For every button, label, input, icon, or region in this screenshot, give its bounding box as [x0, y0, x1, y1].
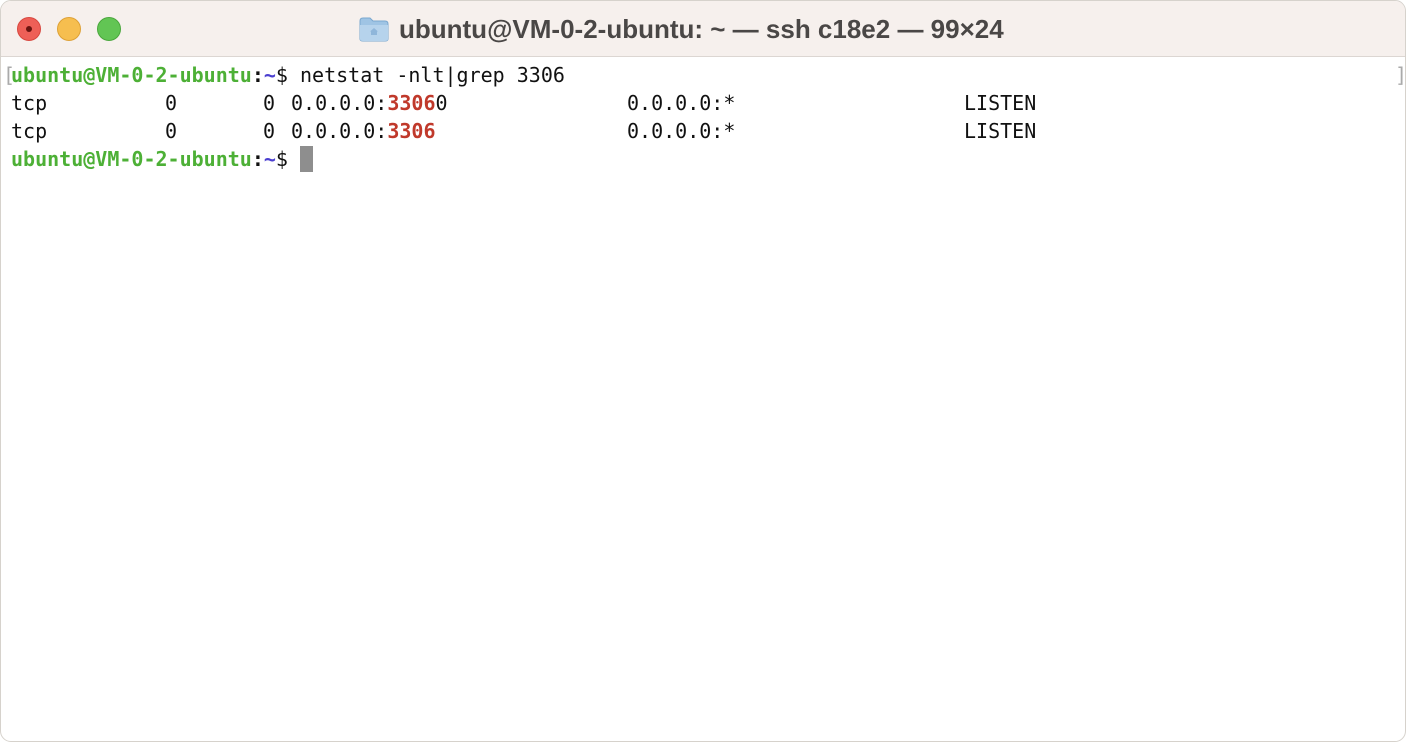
- send-q-cell: 0: [263, 91, 276, 115]
- recv-q-cell: 0: [165, 119, 178, 143]
- local-address-cell: 0.0.0.0:3306: [291, 117, 627, 145]
- command-line: ubuntu@VM-0-2-ubuntu:~$ netstat -nlt|gre…: [11, 61, 1391, 89]
- window-title: ubuntu@VM-0-2-ubuntu: ~ — ssh c18e2 — 99…: [359, 13, 1004, 45]
- grep-match: 3306: [387, 91, 436, 115]
- window-title-text: ubuntu@VM-0-2-ubuntu: ~ — ssh c18e2 — 99…: [399, 13, 1004, 44]
- proto-cell: tcp: [11, 119, 48, 143]
- foreign-address-cell: 0.0.0.0:*: [627, 91, 736, 115]
- prompt-dollar: $: [275, 147, 301, 171]
- command-text: netstat -nlt|grep 3306: [300, 63, 565, 87]
- foreign-address-cell: 0.0.0.0:*: [627, 119, 736, 143]
- prompt-dollar: $: [275, 63, 301, 87]
- local-address-prefix: 0.0.0.0:: [291, 91, 388, 115]
- maximize-button[interactable]: [97, 17, 121, 41]
- terminal-content[interactable]: ubuntu@VM-0-2-ubuntu:~$ netstat -nlt|gre…: [11, 61, 1391, 173]
- local-address-cell: 0.0.0.0:33060: [291, 89, 627, 117]
- local-address-suffix: 0: [435, 91, 448, 115]
- send-q-cell: 0: [263, 119, 276, 143]
- prompt-colon: :: [251, 63, 264, 87]
- prompt-path: ~: [263, 63, 276, 87]
- state-cell: LISTEN: [964, 119, 1037, 143]
- recv-q-cell: 0: [165, 91, 178, 115]
- minimize-button[interactable]: [57, 17, 81, 41]
- local-address-prefix: 0.0.0.0:: [291, 119, 388, 143]
- folder-icon: [359, 17, 389, 42]
- proto-cell: tcp: [11, 91, 48, 115]
- close-icon: [26, 26, 32, 32]
- active-prompt-line[interactable]: ubuntu@VM-0-2-ubuntu:~$: [11, 145, 1391, 173]
- title-bar[interactable]: ubuntu@VM-0-2-ubuntu: ~ — ssh c18e2 — 99…: [1, 1, 1405, 57]
- grep-match: 3306: [387, 119, 436, 143]
- prompt-colon: :: [251, 147, 264, 171]
- mark-bracket-left: [: [3, 63, 16, 87]
- close-button[interactable]: [17, 17, 41, 41]
- prompt-path: ~: [263, 147, 276, 171]
- text-cursor[interactable]: [300, 146, 314, 172]
- mark-bracket-right: ]: [1395, 63, 1406, 87]
- state-cell: LISTEN: [964, 91, 1037, 115]
- prompt-user-host: ubuntu@VM-0-2-ubuntu: [11, 63, 252, 87]
- prompt-user-host: ubuntu@VM-0-2-ubuntu: [11, 147, 252, 171]
